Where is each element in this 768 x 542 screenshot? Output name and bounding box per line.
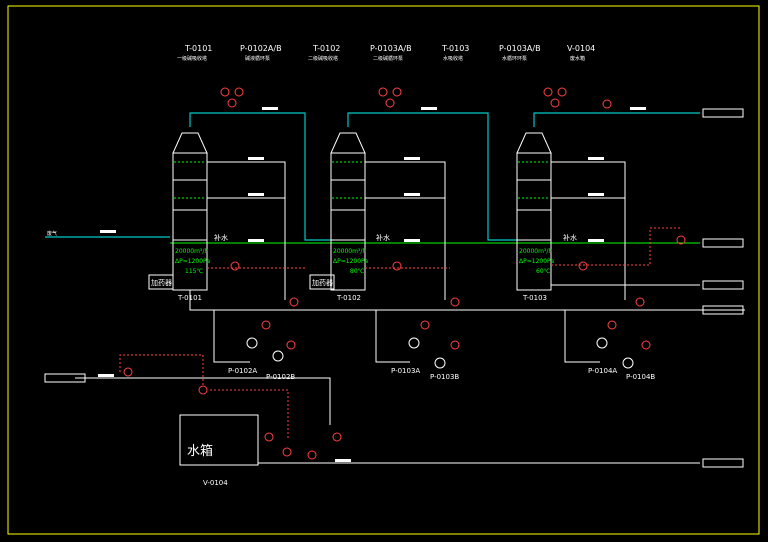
- pump-label: P-0103A: [391, 367, 420, 375]
- header-desc: 水循环环泵: [502, 55, 527, 62]
- header-tag: P-0102A/B: [240, 44, 282, 53]
- header-desc: 碱液循环泵: [245, 55, 270, 62]
- tower-dp: ΔP=1200Pa: [333, 258, 368, 265]
- tank-tag: V-0104: [203, 479, 228, 487]
- pump-label: P-0102B: [266, 373, 295, 381]
- tower-T-0101: 20000m³/h ΔP=1200Pa 115℃ 加药器 T-0101: [148, 132, 210, 302]
- header-tag: V-0104: [567, 44, 595, 53]
- signal-lines: [119, 227, 680, 440]
- makeup-label: 补水: [214, 233, 228, 242]
- pump-label: P-0102A: [228, 367, 257, 375]
- tower-tag: T-0102: [336, 294, 361, 302]
- header-tag: T-0101: [184, 44, 212, 53]
- header-equipment-list: T-0101 一级碱吸收塔 P-0102A/B 碱液循环泵 T-0102 二级碱…: [177, 44, 595, 62]
- header-desc: 二级碱吸收塔: [308, 55, 338, 62]
- header-desc: 二级碱循环泵: [373, 55, 403, 62]
- dosing-label: 加药器: [312, 278, 333, 287]
- header-tag: P-0103A/B: [499, 44, 541, 53]
- makeup-label: 补水: [376, 233, 390, 242]
- liquid-lines: [75, 161, 745, 464]
- pump-label: P-0103B: [430, 373, 459, 381]
- pump-label: P-0104A: [588, 367, 617, 375]
- outlet-stubs: [44, 108, 744, 468]
- header-desc: 水吸收塔: [443, 55, 463, 62]
- tank-label: 水箱: [187, 443, 213, 459]
- inlet: 废气: [47, 230, 57, 237]
- tower-flow: 20000m³/h: [333, 248, 366, 255]
- inlet-label: 废气: [47, 230, 57, 237]
- header-desc: 废水箱: [570, 55, 585, 62]
- tower-flow: 20000m³/h: [175, 248, 208, 255]
- tower-T-0102: 20000m³/h ΔP=1200Pa 80℃ 加药器 T-0102: [309, 132, 368, 302]
- tower-tag: T-0103: [522, 294, 547, 302]
- instruments: [123, 87, 686, 460]
- tower-flow: 20000m³/h: [519, 248, 552, 255]
- tower-dp: ΔP=1200Pa: [175, 258, 210, 265]
- spray-headers: [174, 161, 550, 199]
- tag-bars: [98, 107, 646, 462]
- makeup-label: 补水: [563, 233, 577, 242]
- tower-dp: ΔP=1200Pa: [519, 258, 554, 265]
- tower-temp: 115℃: [185, 268, 203, 275]
- drawing-frame: [7, 5, 760, 535]
- header-desc: 一级碱吸收塔: [177, 55, 207, 62]
- pump-label: P-0104B: [626, 373, 655, 381]
- tower-T-0103: 20000m³/h ΔP=1200Pa 60℃ T-0103: [516, 132, 554, 302]
- makeup-labels: 补水 补水 补水: [214, 233, 577, 242]
- header-tag: T-0102: [312, 44, 340, 53]
- header-tag: P-0103A/B: [370, 44, 412, 53]
- tower-temp: 60℃: [536, 268, 551, 275]
- tower-tag: T-0101: [177, 294, 202, 302]
- gas-lines: [45, 112, 700, 241]
- dosing-label: 加药器: [151, 278, 172, 287]
- tower-temp: 80℃: [350, 268, 365, 275]
- water-tank: 水箱 V-0104: [179, 414, 259, 487]
- pumps: [246, 337, 634, 369]
- header-tag: T-0103: [441, 44, 469, 53]
- pump-labels: P-0102A P-0102B P-0103A P-0103B P-0104A …: [228, 367, 655, 381]
